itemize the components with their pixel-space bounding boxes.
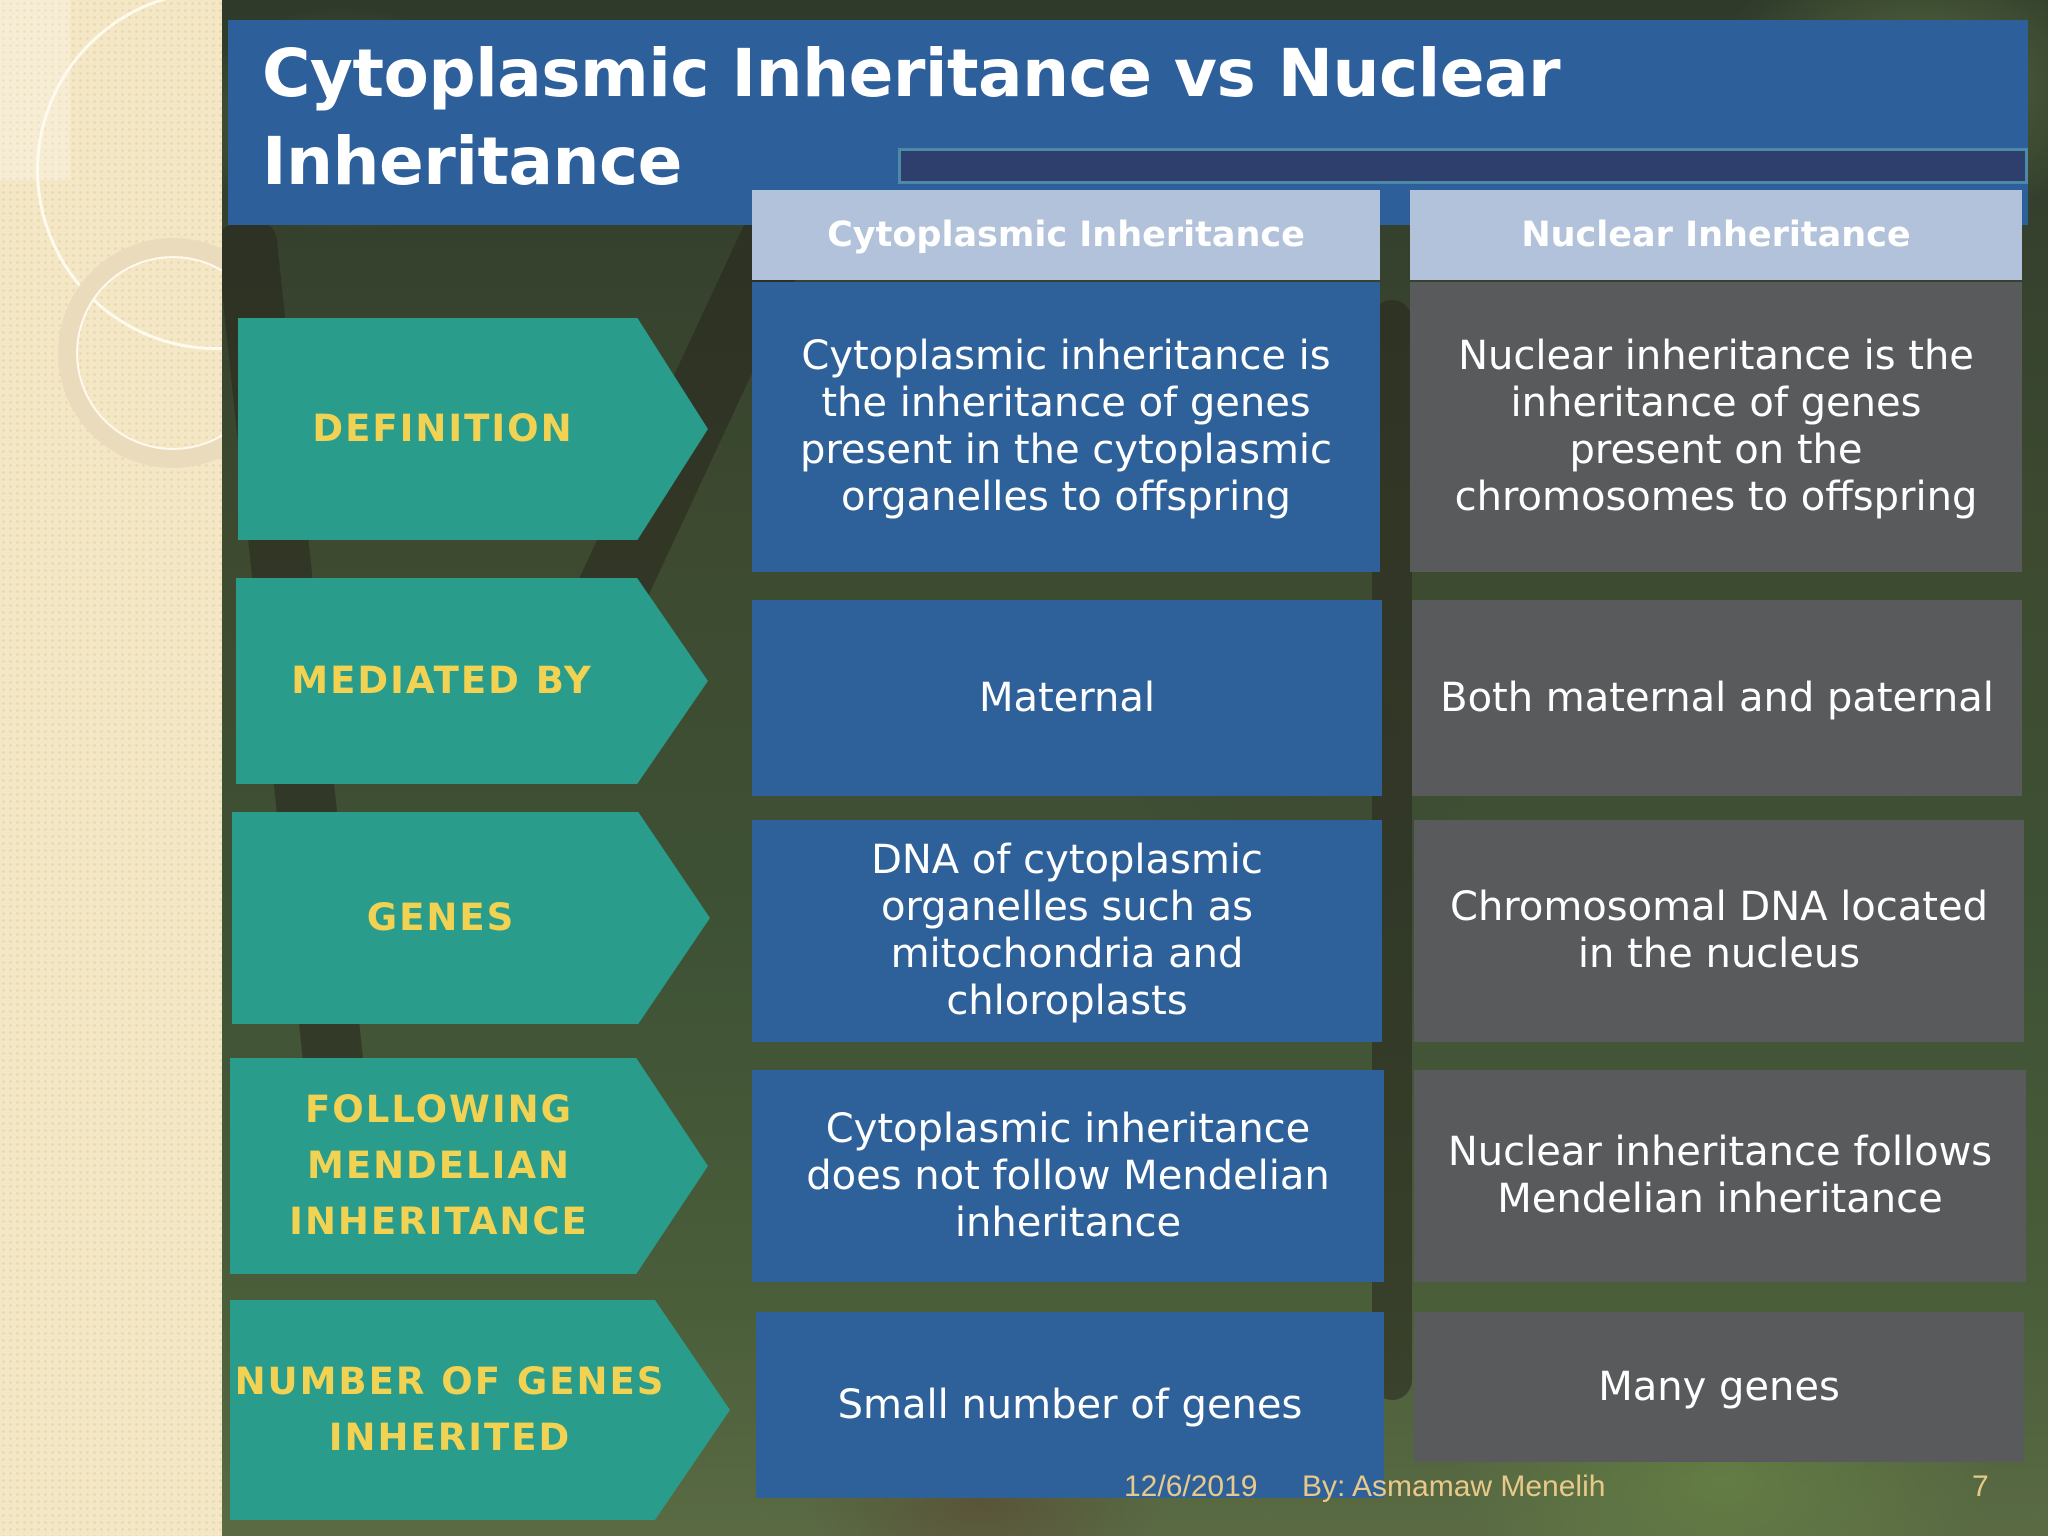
row-label-mediated-by: MEDIATED BY <box>236 578 708 784</box>
cell-cytoplasmic-genes: DNA of cytoplasmic organelles such as mi… <box>752 820 1382 1042</box>
footer-page-number: 7 <box>1972 1470 1989 1503</box>
row-label-definition: DEFINITION <box>238 318 708 540</box>
row-label-mendelian: FOLLOWING MENDELIAN INHERITANCE <box>230 1058 708 1274</box>
cell-nuclear-definition: Nuclear inheritance is the inheritance o… <box>1410 282 2022 572</box>
row-label-genes: GENES <box>232 812 710 1024</box>
cell-cytoplasmic-mendelian: Cytoplasmic inheritance does not follow … <box>752 1070 1384 1282</box>
row-label-number-of-genes: NUMBER OF GENES INHERITED <box>230 1300 730 1520</box>
cell-cytoplasmic-mediated-by: Maternal <box>752 600 1382 796</box>
decorative-side-strip <box>0 0 396 1536</box>
column-header-nuclear: Nuclear Inheritance <box>1410 190 2022 280</box>
cell-nuclear-number-of-genes: Many genes <box>1414 1312 2024 1462</box>
cell-nuclear-mediated-by: Both maternal and paternal <box>1412 600 2022 796</box>
cell-nuclear-mendelian: Nuclear inheritance follows Mendelian in… <box>1414 1070 2026 1282</box>
footer-author: By: Asmamaw Menelih <box>1302 1470 1606 1503</box>
cell-nuclear-genes: Chromosomal DNA located in the nucleus <box>1414 820 2024 1042</box>
footer-date: 12/6/2019 <box>1124 1470 1258 1503</box>
cell-cytoplasmic-number-of-genes: Small number of genes <box>756 1312 1384 1498</box>
title-underline-bar <box>898 148 2028 184</box>
slide-title: Cytoplasmic Inheritance vs Nuclear Inher… <box>262 35 1561 200</box>
column-header-cytoplasmic: Cytoplasmic Inheritance <box>752 190 1380 280</box>
cell-cytoplasmic-definition: Cytoplasmic inheritance is the inheritan… <box>752 282 1380 572</box>
